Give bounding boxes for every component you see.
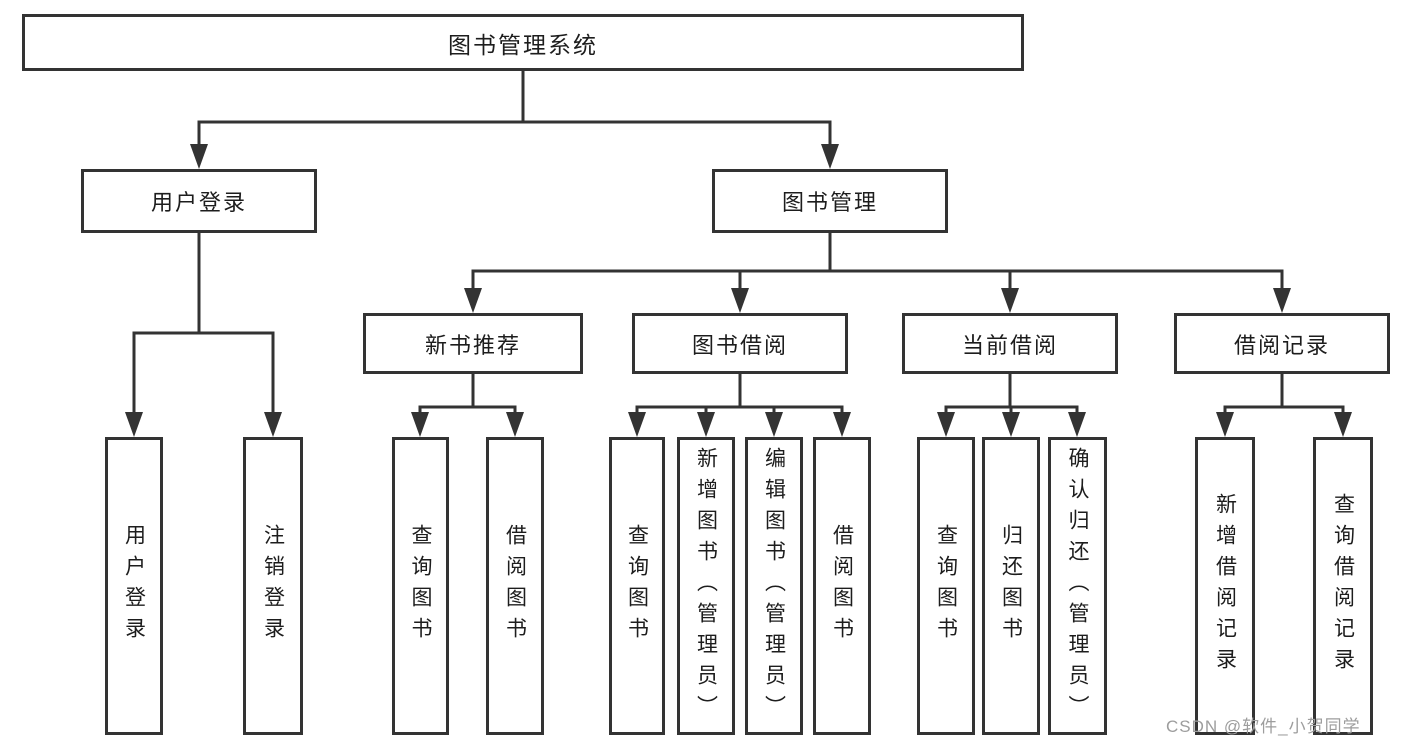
node-label: 新书推荐 [424, 332, 521, 358]
node-current-borrow: 当前借阅 [902, 313, 1118, 374]
csdn-watermark: CSDN @软件_小贺同学 [1166, 717, 1361, 736]
leaf-label: 查询图书 [625, 524, 649, 648]
leaf-label: 注销登录 [261, 524, 285, 648]
leaf-record-query-borrow-record: 查询借阅记录 [1313, 437, 1373, 735]
node-label: 当前借阅 [961, 332, 1058, 358]
node-label: 图书管理系统 [448, 31, 598, 58]
leaf-logout-login: 注销登录 [243, 437, 303, 735]
leaf-borrow-add-books-admin: 新增图书（管理员） [677, 437, 735, 735]
leaf-label: 新增借阅记录 [1213, 493, 1237, 679]
connector-borrow-record [1216, 374, 1352, 437]
node-book-management: 图书管理 [712, 169, 948, 233]
leaf-newbook-borrow-books: 借阅图书 [486, 437, 544, 735]
node-user-login: 用户登录 [81, 169, 317, 233]
connector-book-management [464, 233, 1291, 313]
leaf-borrow-query-books: 查询图书 [609, 437, 665, 735]
leaf-label: 归还图书 [999, 524, 1023, 648]
leaf-label: 借阅图书 [830, 524, 854, 648]
node-book-borrow: 图书借阅 [632, 313, 848, 374]
leaf-record-add-borrow-record: 新增借阅记录 [1195, 437, 1255, 735]
connector-root [190, 71, 839, 169]
node-label: 借阅记录 [1233, 332, 1330, 358]
leaf-label: 查询图书 [409, 524, 432, 648]
leaf-label: 新增图书（管理员） [694, 446, 718, 726]
node-borrow-record: 借阅记录 [1174, 313, 1390, 374]
leaf-current-query-books: 查询图书 [917, 437, 975, 735]
connector-book-borrow [628, 374, 851, 437]
leaf-newbook-query-books: 查询图书 [392, 437, 449, 735]
node-label: 图书管理 [781, 190, 878, 215]
node-label: 图书借阅 [691, 332, 788, 358]
connector-user-login [125, 233, 282, 437]
leaf-label: 借阅图书 [503, 524, 527, 648]
node-label: 用户登录 [150, 190, 247, 215]
leaf-label: 用户登录 [122, 524, 146, 648]
leaf-borrow-edit-books-admin: 编辑图书（管理员） [745, 437, 803, 735]
leaf-label: 查询图书 [934, 524, 958, 648]
leaf-label: 确认归还（管理员） [1066, 446, 1089, 726]
leaf-borrow-borrow-books: 借阅图书 [813, 437, 871, 735]
leaf-current-return-books: 归还图书 [982, 437, 1040, 735]
leaf-label: 查询借阅记录 [1331, 493, 1355, 679]
connector-current-borrow [937, 374, 1086, 437]
leaf-label: 编辑图书（管理员） [762, 446, 786, 726]
leaf-user-login: 用户登录 [105, 437, 163, 735]
node-library-management-system: 图书管理系统 [22, 14, 1024, 71]
leaf-current-confirm-return-admin: 确认归还（管理员） [1048, 437, 1107, 735]
node-new-book-recommend: 新书推荐 [363, 313, 583, 374]
connector-new-book-recommend [411, 374, 524, 437]
